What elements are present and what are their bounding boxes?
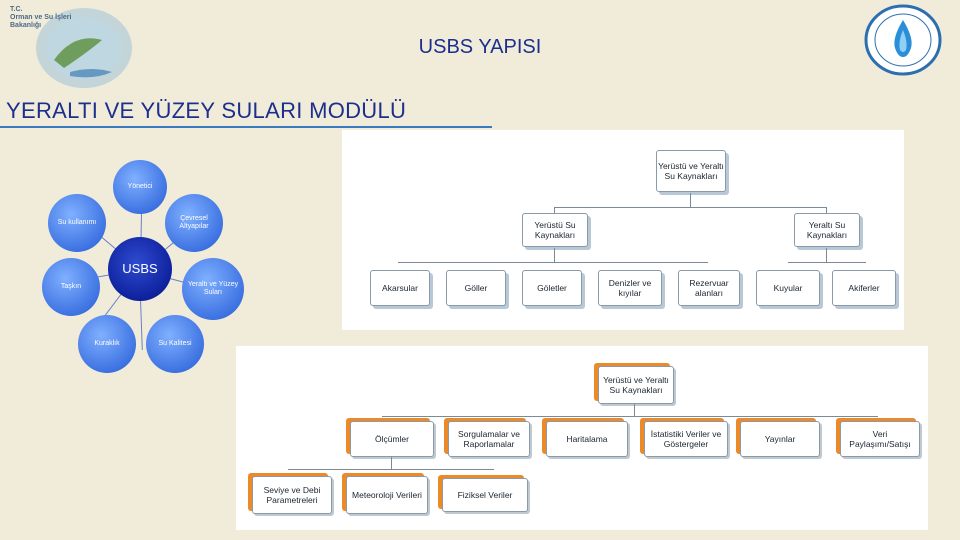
node-kuraklik: Kuraklık [78,315,136,373]
usbs-center-node: USBS [108,237,172,301]
leaf-kuyular: Kuyular [756,270,820,306]
node-cevresel-altyapilar: Çevresel Altyapılar [165,194,223,252]
title-underline [0,126,492,128]
function-olcumler: Ölçümler [350,421,434,457]
function-haritalama: Haritalama [546,421,628,457]
node-yeralti-yuzey-sulari: Yeraltı ve Yüzey Suları [182,258,244,320]
function-istatistiki: İstatistiki Veriler ve Göstergeler [644,421,728,457]
water-resources-tree: Yerüstü ve Yeraltı Su Kaynakları Yerüstü… [342,130,904,330]
functions-root: Yerüstü ve Yeraltı Su Kaynakları [598,366,674,404]
module-title: YERALTI VE YÜZEY SULARI MODÜLÜ [6,98,407,123]
measure-fiziksel: Fiziksel Veriler [442,478,528,512]
usbs-hub-diagram: USBS Yönetici Çevresel Altyapılar Yeralt… [0,150,260,380]
node-yonetici: Yönetici [113,160,167,214]
page-title: USBS YAPISI [418,36,542,58]
leaf-goletler: Göletler [522,270,582,306]
measure-meteoroloji: Meteoroloji Verileri [346,476,428,514]
branch-yeralti: Yeraltı Su Kaynakları [794,213,860,247]
leaf-denizler: Denizler ve kıyılar [598,270,662,306]
leaf-akiferler: Akiferler [832,270,896,306]
water-directorate-seal [862,4,944,76]
function-veri-paylasimi: Veri Paylaşımı/Satışı [840,421,920,457]
leaf-rezervuar: Rezervuar alanları [678,270,740,306]
leaf-goller: Göller [446,270,506,306]
node-su-kalitesi: Su Kalitesi [146,315,204,373]
tree-root: Yerüstü ve Yeraltı Su Kaynakları [656,150,726,192]
ministry-name: T.C. Orman ve Su İşleri Bakanlığı [10,6,72,29]
branch-yerustu: Yerüstü Su Kaynakları [522,213,588,247]
module-functions-tree: Yerüstü ve Yeraltı Su Kaynakları Ölçümle… [236,346,928,530]
function-yayinlar: Yayınlar [740,421,820,457]
node-taskin: Taşkın [42,258,100,316]
function-sorgulamalar: Sorgulamalar ve Raporlamalar [448,421,530,457]
measure-seviye-debi: Seviye ve Debi Parametreleri [252,476,332,514]
node-su-kullanimi: Su kullanımı [48,194,106,252]
leaf-akarsular: Akarsular [370,270,430,306]
ministry-logo: T.C. Orman ve Su İşleri Bakanlığı [4,2,134,92]
